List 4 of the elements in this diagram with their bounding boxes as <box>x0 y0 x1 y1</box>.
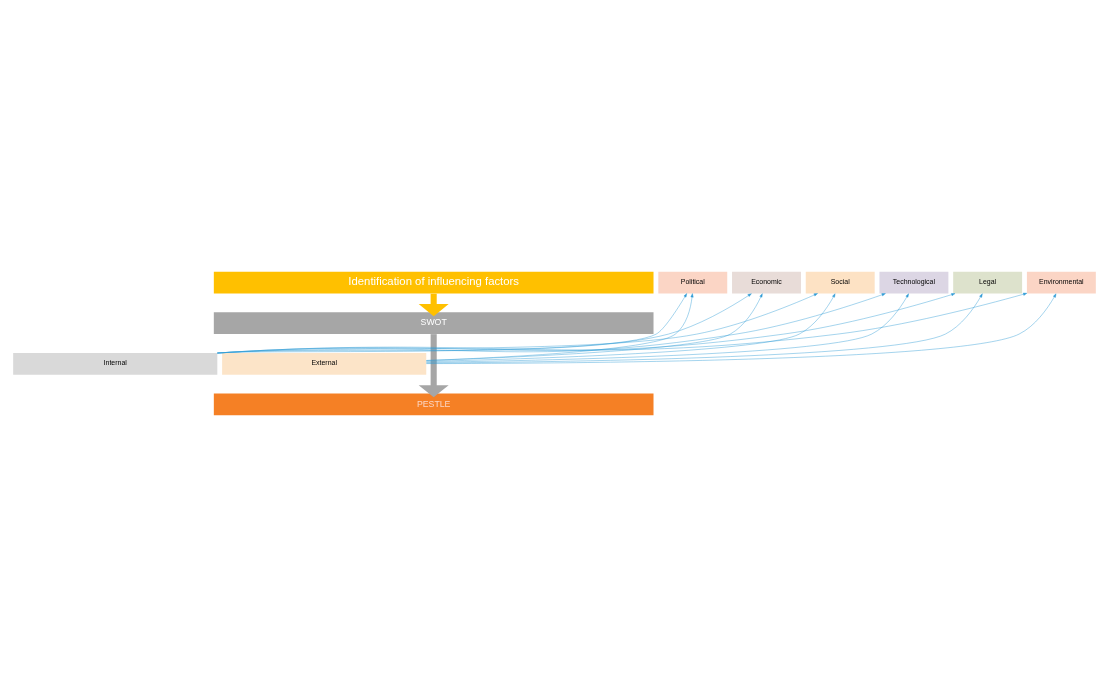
node-box: PESTLE <box>213 392 654 415</box>
node-box: Identification of influencing factors <box>213 271 654 294</box>
node-box: SWOT <box>213 311 654 334</box>
arrow <box>418 333 449 397</box>
